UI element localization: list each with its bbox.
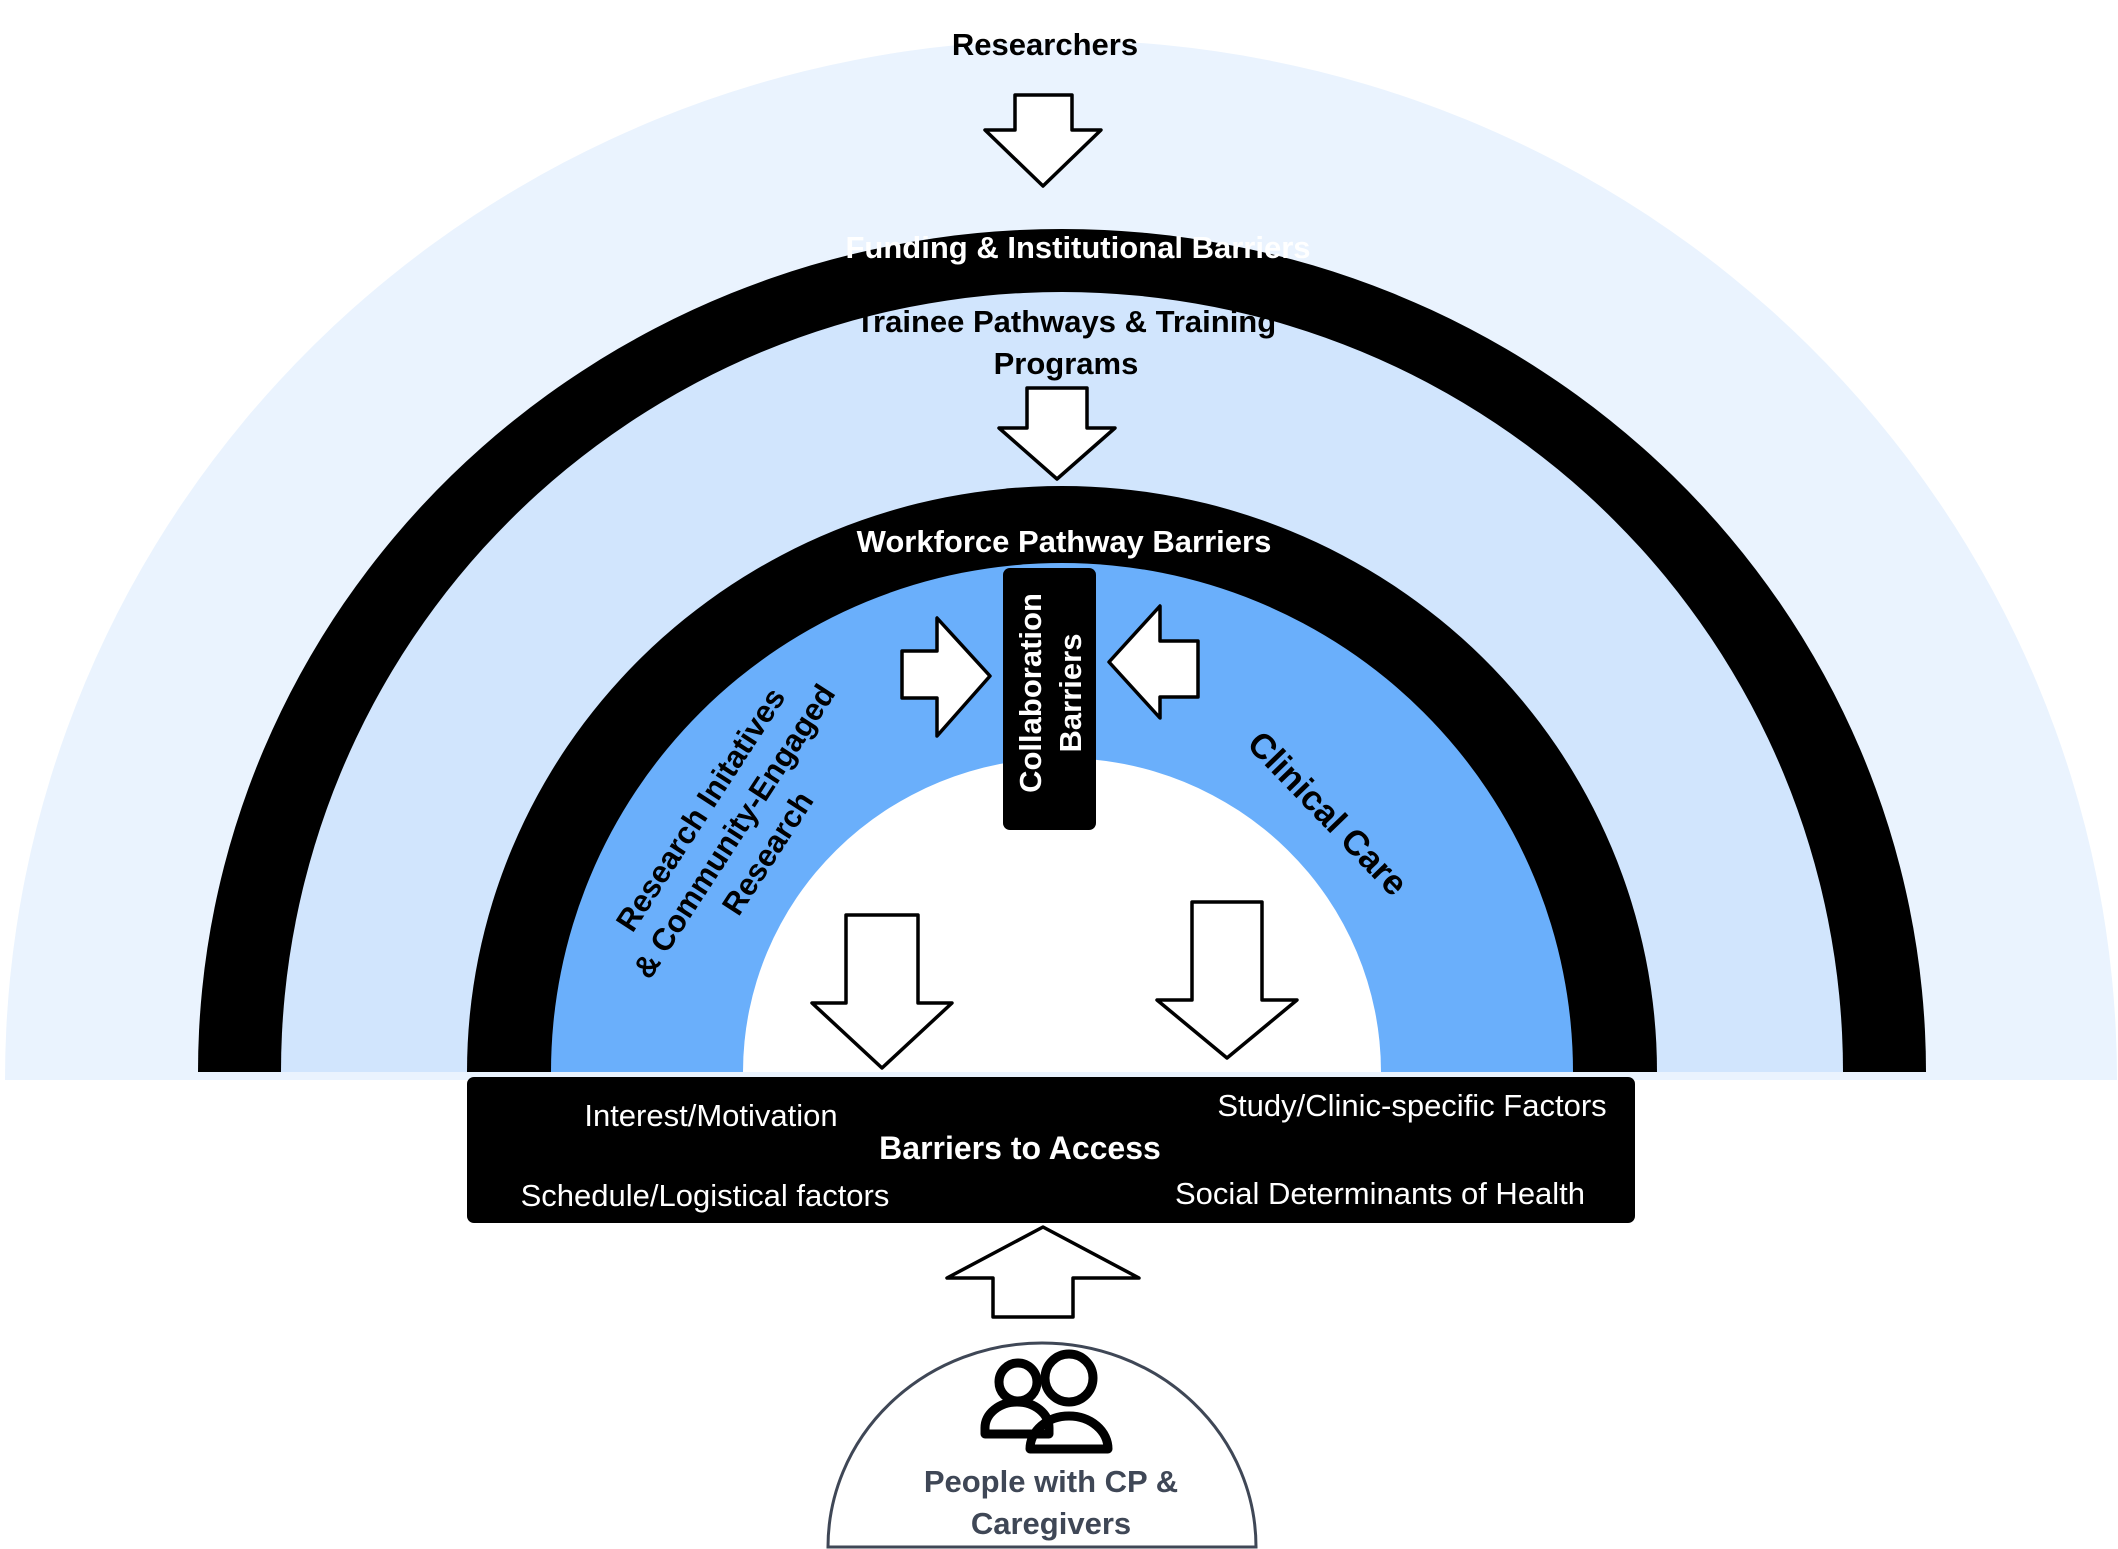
arrow-researchers-down-icon (983, 93, 1103, 188)
funding-label: Funding & Institutional Barriers (845, 230, 1310, 265)
access-title: Barriers to Access (879, 1130, 1161, 1166)
arrow-clinical-to-collab-icon (1107, 604, 1200, 720)
collaboration-label-line2: Barriers (1053, 634, 1088, 753)
collaboration-label-line1: Collaboration (1013, 593, 1048, 793)
trainee-label-line1: Trainee Pathways & Training (856, 304, 1276, 339)
access-interest: Interest/Motivation (584, 1098, 837, 1133)
access-schedule: Schedule/Logistical factors (521, 1178, 890, 1213)
access-study: Study/Clinic-specific Factors (1217, 1088, 1606, 1123)
workforce-label: Workforce Pathway Barriers (857, 524, 1272, 559)
trainee-label-line2: Programs (994, 346, 1139, 381)
arrow-people-up-icon (945, 1225, 1141, 1319)
access-social: Social Determinants of Health (1175, 1176, 1585, 1211)
researchers-label: Researchers (952, 27, 1138, 62)
arrow-research-to-collab-icon (900, 616, 992, 738)
arrow-research-down-icon (810, 913, 954, 1070)
barriers-to-access-box (467, 1077, 1635, 1223)
arrow-trainee-down-icon (997, 386, 1117, 481)
arrow-clinical-down-icon (1155, 900, 1299, 1060)
people-icon (980, 1349, 1113, 1454)
people-label-line2: Caregivers (971, 1506, 1131, 1541)
people-label-line1: People with CP & (924, 1464, 1178, 1499)
collaboration-bar (1003, 568, 1096, 830)
